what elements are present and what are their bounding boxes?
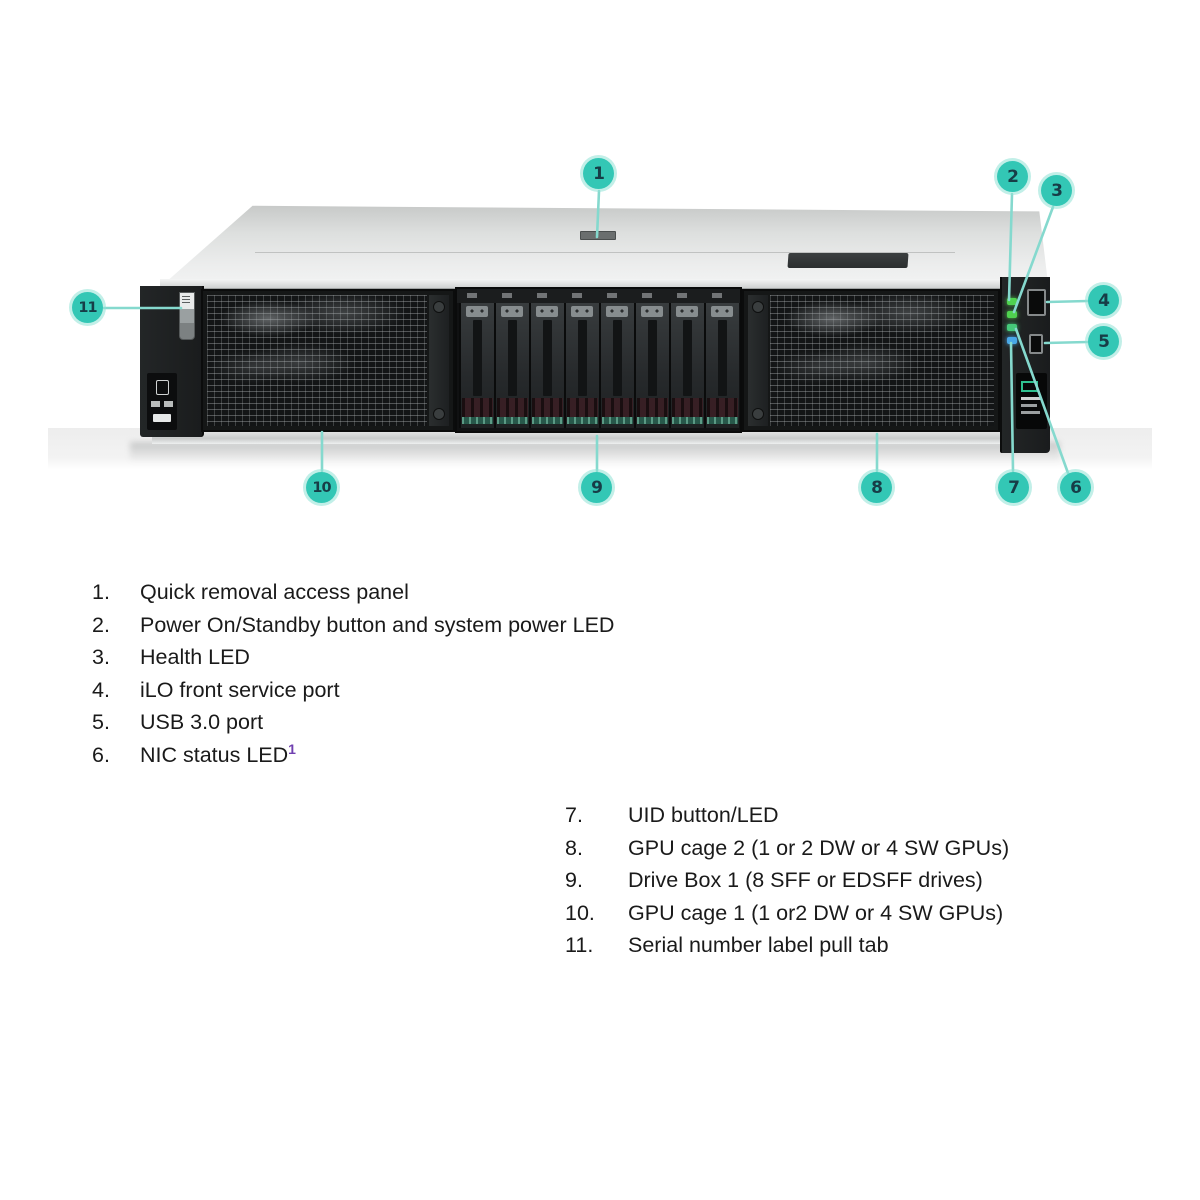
leader-line-2 [1007, 192, 1014, 302]
legend-number: 10. [565, 900, 595, 925]
callout-2: 2 [997, 161, 1028, 192]
legend-item: 6. NIC status LED1 [92, 739, 614, 772]
legend-number: 1. [92, 580, 110, 604]
thumbscrew-icon [752, 301, 764, 313]
gpu-cage-2-latch-strip [748, 295, 768, 426]
legend-list-1-6: 1. Quick removal access panel 2. Power On/… [92, 576, 614, 771]
leader-line-1 [595, 189, 601, 239]
legend-number: 9. [565, 868, 583, 892]
drive-bay [669, 303, 704, 428]
thumbscrew-icon [433, 301, 445, 313]
legend-item: 8. GPU cage 2 (1 or 2 DW or 4 SW GPUs) [565, 832, 1009, 865]
chassis-base-rail [152, 430, 1048, 444]
callout-5: 5 [1088, 326, 1119, 357]
legend-text: Drive Box 1 (8 SFF or EDSFF drives) [628, 868, 983, 892]
usb3-port [1029, 334, 1043, 354]
legend-item: 1. Quick removal access panel [92, 576, 614, 609]
callout-9: 9 [581, 472, 612, 503]
legend-item: 5. USB 3.0 port [92, 706, 614, 739]
drive-box-1 [455, 287, 742, 433]
callout-3: 3 [1041, 175, 1072, 206]
callout-1: 1 [583, 158, 614, 189]
gpu-cage-1 [201, 289, 455, 432]
legend-text: Serial number label pull tab [628, 933, 889, 957]
legend-text: USB 3.0 port [140, 710, 264, 734]
legend-item: 2. Power On/Standby button and system pow… [92, 609, 614, 642]
legend-number: 11. [565, 933, 594, 957]
drive-bay [459, 303, 494, 428]
legend-item: 4. iLO front service port [92, 674, 614, 707]
legend-text: Quick removal access panel [140, 580, 409, 604]
legend-item: 3. Health LED [92, 641, 614, 674]
legend-item: 9. Drive Box 1 (8 SFF or EDSFF drives) [565, 864, 1009, 897]
legend-item: 11. Serial number label pull tab [565, 929, 1009, 962]
leader-lines [102, 189, 1090, 475]
legend-text: UID button/LED [628, 803, 779, 827]
gpu-cage-2-mesh [770, 295, 994, 426]
legend-text: Health LED [140, 645, 250, 669]
legend-number: 5. [92, 710, 110, 734]
ilo-service-port [1027, 289, 1046, 316]
left-ear-label [147, 373, 177, 430]
legend-text: iLO front service port [140, 677, 340, 702]
nic-status-led [1007, 324, 1017, 331]
legend-number: 3. [92, 645, 110, 669]
legend-item: 10. GPU cage 1 (1 or2 DW or 4 SW GPUs) [565, 897, 1009, 930]
drive-bay [599, 303, 634, 428]
legend-number: 4. [92, 677, 110, 702]
gpu-cage-1-latch-strip [429, 295, 449, 426]
callout-11: 11 [72, 292, 103, 323]
legend-text: NIC status LED1 [140, 740, 296, 767]
drive-bay [494, 303, 529, 428]
power-button-led [1007, 298, 1017, 305]
left-ear-icon [156, 380, 169, 395]
chassis-shadow [130, 442, 1060, 462]
callout-4: 4 [1088, 285, 1119, 316]
leader-line-4 [1045, 299, 1090, 304]
thumbscrew-icon [752, 408, 764, 420]
leader-line-5 [1043, 340, 1090, 345]
drive-bay [564, 303, 599, 428]
legend-number: 7. [565, 803, 583, 827]
thumbscrew-icon [433, 408, 445, 420]
drive-box-top-rail [457, 289, 740, 303]
drive-bay [704, 303, 739, 428]
quick-removal-access-panel [162, 205, 1049, 285]
callout-10: 10 [306, 472, 337, 503]
callout-6: 6 [1060, 472, 1091, 503]
legend-item: 7. UID button/LED [565, 799, 1009, 832]
legend-number: 6. [92, 742, 110, 767]
legend-text: Power On/Standby button and system power… [140, 612, 615, 637]
leader-line-3 [1012, 205, 1055, 314]
access-panel-seam [255, 252, 955, 253]
drive-bay [634, 303, 669, 428]
health-led [1007, 311, 1017, 318]
serial-label-lines [182, 296, 190, 304]
legend-number: 8. [565, 835, 583, 860]
callout-7: 7 [998, 472, 1029, 503]
legend-text: GPU cage 2 (1 or 2 DW or 4 SW GPUs) [628, 835, 1010, 860]
uid-button-led [1007, 337, 1017, 344]
drive-bay [529, 303, 564, 428]
callout-8: 8 [861, 472, 892, 503]
legend-number: 2. [92, 612, 110, 637]
leader-line-7 [1009, 341, 1015, 473]
serial-number-pull-tab [179, 292, 195, 340]
leader-line-6 [1014, 327, 1070, 475]
gpu-cage-1-mesh [207, 295, 427, 426]
gpu-cage-2 [742, 289, 1000, 432]
footnote-marker: 1 [288, 740, 296, 757]
legend-list-7-11: 7. UID button/LED 8. GPU cage 2 (1 or 2 DW… [565, 799, 1009, 962]
legend-text: GPU cage 1 (1 or2 DW or 4 SW GPUs) [628, 900, 1004, 925]
